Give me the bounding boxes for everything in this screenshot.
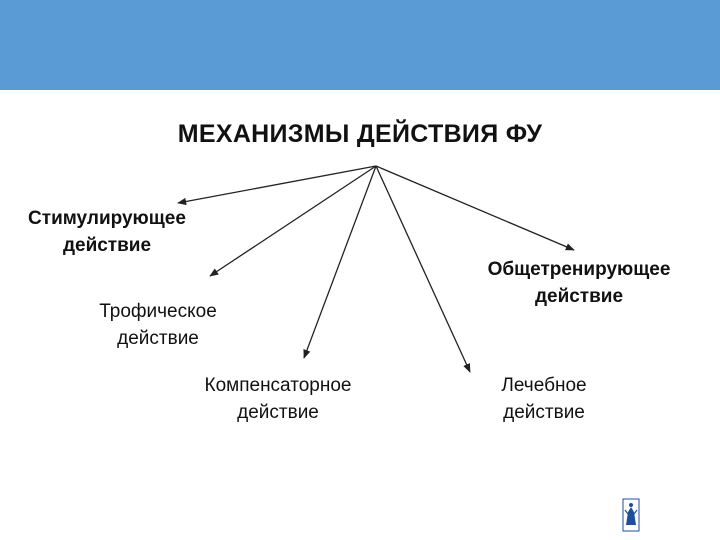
- node-trophic: Трофическое действие: [58, 298, 258, 352]
- arrow-to-trophic: [209, 165, 377, 277]
- arrow-to-compensatory: [303, 165, 377, 359]
- node-compensatory-line1: Компенсаторное: [204, 375, 352, 396]
- node-stimulating-line1: Стимулирующее: [28, 208, 186, 229]
- arrow-to-therapeutic: [375, 165, 471, 373]
- node-general-training-line2: действие: [534, 286, 624, 307]
- node-trophic-line1: Трофическое: [99, 301, 217, 322]
- node-general-training: Общетренирующее действие: [458, 256, 700, 310]
- node-therapeutic: Лечебное действие: [464, 372, 624, 426]
- node-therapeutic-line1: Лечебное: [501, 375, 587, 396]
- node-therapeutic-line2: действие: [503, 402, 585, 423]
- arrow-to-general-training: [375, 165, 575, 251]
- node-trophic-line2: действие: [117, 328, 199, 349]
- node-general-training-line1: Общетренирующее: [487, 259, 671, 280]
- arrow-to-stimulating: [177, 165, 377, 206]
- logo-icon: [622, 498, 640, 532]
- node-compensatory: Компенсаторное действие: [168, 372, 388, 426]
- node-stimulating: Стимулирующее действие: [2, 205, 212, 259]
- node-stimulating-line2: действие: [62, 235, 152, 256]
- diagram-title: МЕХАНИЗМЫ ДЕЙСТВИЯ ФУ: [177, 120, 543, 148]
- top-banner: [0, 0, 720, 90]
- node-compensatory-line2: действие: [237, 402, 319, 423]
